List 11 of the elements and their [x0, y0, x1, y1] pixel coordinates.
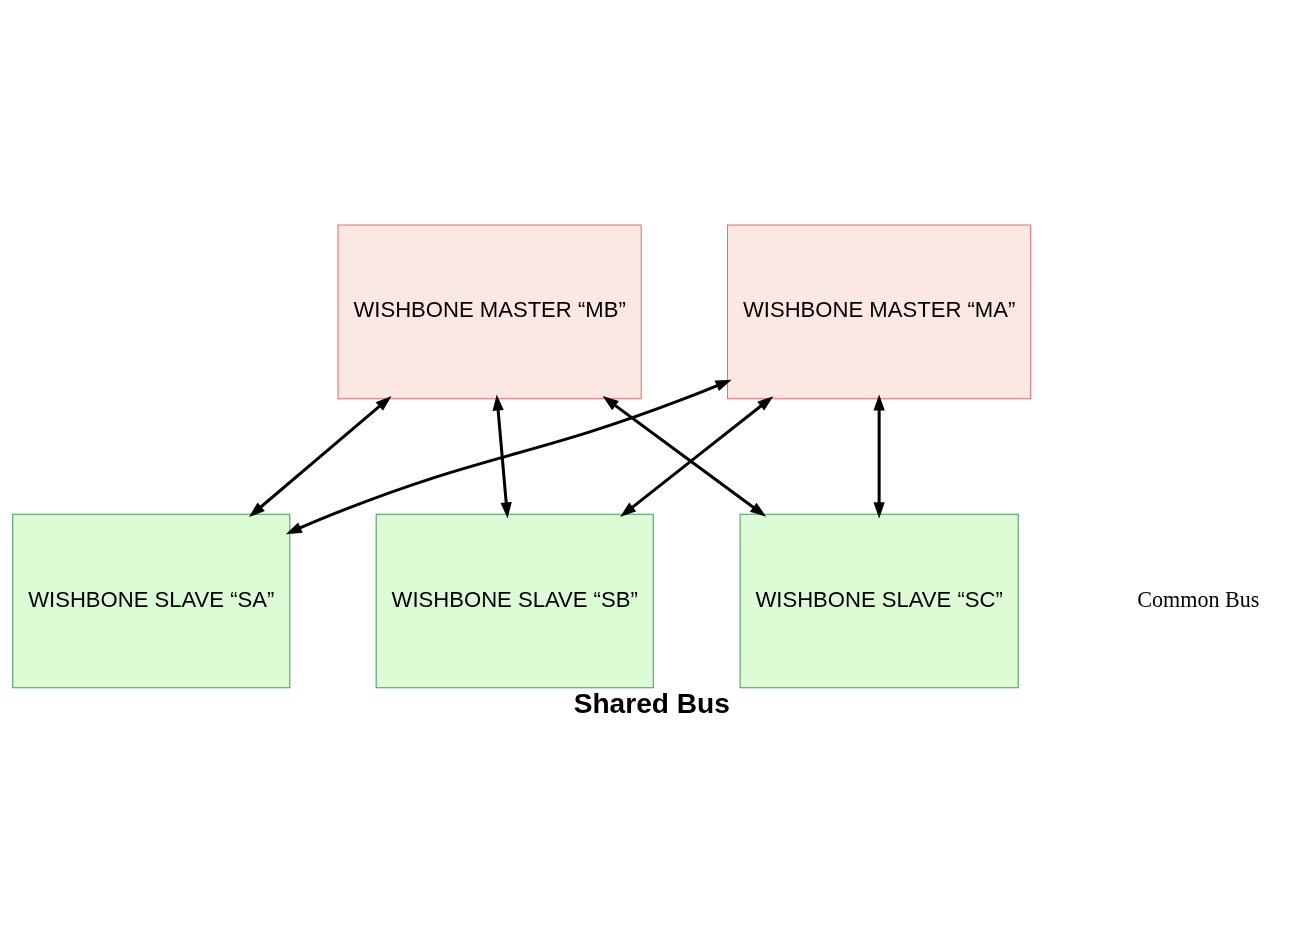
arrow — [285, 379, 732, 534]
node-box: WISHBONE SLAVE “SB” — [375, 513, 654, 688]
caption: Shared Bus — [573, 687, 730, 719]
arrow — [873, 393, 885, 518]
node-box: WISHBONE MASTER “MB” — [337, 224, 642, 399]
label: Common Bus — [1137, 586, 1260, 612]
arrow — [248, 395, 392, 517]
node-box: WISHBONE MASTER “MA” — [727, 224, 1032, 399]
arrow — [492, 393, 512, 518]
node-box: WISHBONE SLAVE “SA” — [12, 513, 291, 688]
node-box: WISHBONE SLAVE “SC” — [739, 513, 1019, 688]
